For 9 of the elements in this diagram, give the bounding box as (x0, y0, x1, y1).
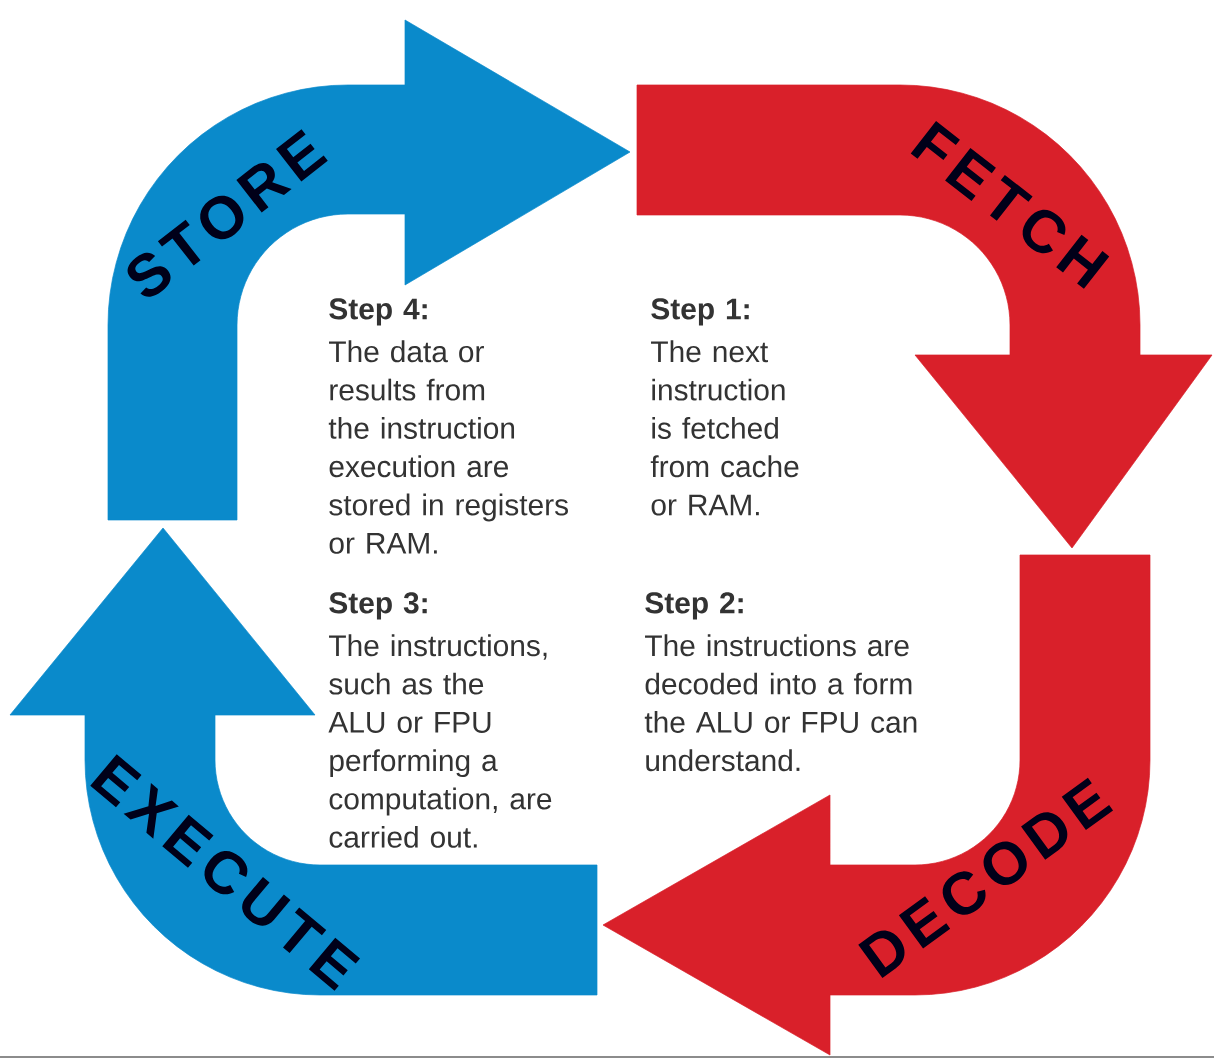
step-heading: Step 2: (645, 592, 743, 620)
step-heading: Step 3: (329, 592, 427, 620)
step-heading: Step 1: (651, 298, 749, 326)
step-description: The instructions are decoded into a form the ALU or FPU can understand. (644, 634, 917, 772)
step-heading: Step 4: (329, 298, 427, 326)
step-description: The next instruction is fetched from cache or RAM. (650, 340, 799, 516)
step-description: The data or results from the instruction execution are stored in registers or RAM. (328, 340, 568, 554)
arrow (107, 19, 631, 521)
arrow (602, 554, 1151, 1056)
